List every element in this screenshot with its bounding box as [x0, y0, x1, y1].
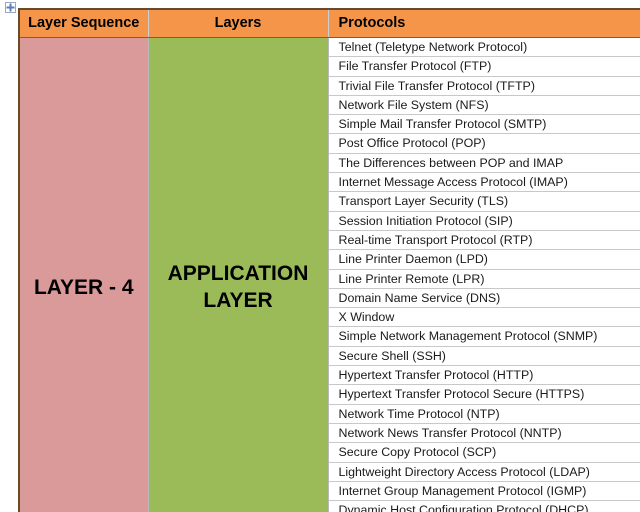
table-row: Domain Name Service (DNS)	[20, 288, 640, 309]
table-row: File Transfer Protocol (FTP)	[20, 56, 640, 77]
table-header-row: Layer Sequence Layers Protocols	[20, 10, 640, 38]
protocol-cell: Telnet (Teletype Network Protocol)	[328, 37, 640, 58]
table-row: Network File System (NFS)	[20, 95, 640, 116]
table-row: Secure Copy Protocol (SCP)	[20, 442, 640, 463]
column-header-layer-sequence: Layer Sequence	[20, 10, 149, 38]
table-row: Lightweight Directory Access Protocol (L…	[20, 462, 640, 482]
table-row: Network Time Protocol (NTP)	[20, 404, 640, 424]
protocol-cell: Simple Mail Transfer Protocol (SMTP)	[328, 114, 640, 135]
protocol-cell: Lightweight Directory Access Protocol (L…	[328, 462, 640, 482]
protocol-cell: Simple Network Management Protocol (SNMP…	[328, 326, 640, 347]
column-header-layers: Layers	[148, 10, 329, 38]
protocol-cell: Internet Message Access Protocol (IMAP)	[328, 172, 640, 193]
protocol-cell: Real-time Transport Protocol (RTP)	[328, 230, 640, 251]
table-row: Transport Layer Security (TLS)	[20, 191, 640, 212]
table-row: Real-time Transport Protocol (RTP)	[20, 230, 640, 251]
table-row: Internet Message Access Protocol (IMAP)	[20, 172, 640, 193]
layer-protocol-table: Layer Sequence Layers Protocols LAYER - …	[20, 10, 640, 512]
protocol-cell: Hypertext Transfer Protocol Secure (HTTP…	[328, 384, 640, 405]
table-row: The Differences between POP and IMAP	[20, 153, 640, 174]
protocol-cell: Dynamic Host Configuration Protocol (DHC…	[328, 500, 640, 512]
table-row: Session Initiation Protocol (SIP)	[20, 211, 640, 231]
protocol-cell: File Transfer Protocol (FTP)	[328, 56, 640, 77]
table-row: Hypertext Transfer Protocol Secure (HTTP…	[20, 384, 640, 405]
move-handle-icon[interactable]	[5, 2, 16, 13]
protocol-cell: X Window	[328, 307, 640, 328]
table-row: X Window	[20, 307, 640, 328]
protocol-cell: Network Time Protocol (NTP)	[328, 404, 640, 424]
protocol-cell: Post Office Protocol (POP)	[328, 133, 640, 154]
table-row: Internet Group Management Protocol (IGMP…	[20, 481, 640, 502]
protocol-cell: Trivial File Transfer Protocol (TFTP)	[328, 76, 640, 96]
column-header-protocols: Protocols	[328, 10, 640, 38]
protocol-cell: Session Initiation Protocol (SIP)	[328, 211, 640, 231]
layer-sequence-cell: LAYER - 4	[20, 37, 149, 512]
table-row: Simple Mail Transfer Protocol (SMTP)	[20, 114, 640, 135]
table-row: Post Office Protocol (POP)	[20, 133, 640, 154]
protocol-cell: Network File System (NFS)	[328, 95, 640, 116]
protocol-cell: Hypertext Transfer Protocol (HTTP)	[328, 365, 640, 386]
table-row: Secure Shell (SSH)	[20, 346, 640, 367]
protocol-cell: Line Printer Daemon (LPD)	[328, 249, 640, 270]
table-row: Line Printer Daemon (LPD)	[20, 249, 640, 270]
layer-name-cell: APPLICATION LAYER	[148, 37, 329, 512]
protocol-cell: Domain Name Service (DNS)	[328, 288, 640, 309]
table-row: Network News Transfer Protocol (NNTP)	[20, 423, 640, 444]
layer-protocol-table-container: Layer Sequence Layers Protocols LAYER - …	[18, 8, 640, 512]
table-row: Line Printer Remote (LPR)	[20, 269, 640, 289]
protocol-cell: Internet Group Management Protocol (IGMP…	[328, 481, 640, 502]
table-row: Hypertext Transfer Protocol (HTTP)	[20, 365, 640, 386]
protocol-cell: Secure Shell (SSH)	[328, 346, 640, 367]
protocol-cell: Transport Layer Security (TLS)	[328, 191, 640, 212]
table-row: Simple Network Management Protocol (SNMP…	[20, 326, 640, 347]
protocol-cell: Line Printer Remote (LPR)	[328, 269, 640, 289]
protocol-cell: The Differences between POP and IMAP	[328, 153, 640, 174]
protocol-cell: Secure Copy Protocol (SCP)	[328, 442, 640, 463]
protocol-cell: Network News Transfer Protocol (NNTP)	[328, 423, 640, 444]
table-row: Trivial File Transfer Protocol (TFTP)	[20, 76, 640, 96]
